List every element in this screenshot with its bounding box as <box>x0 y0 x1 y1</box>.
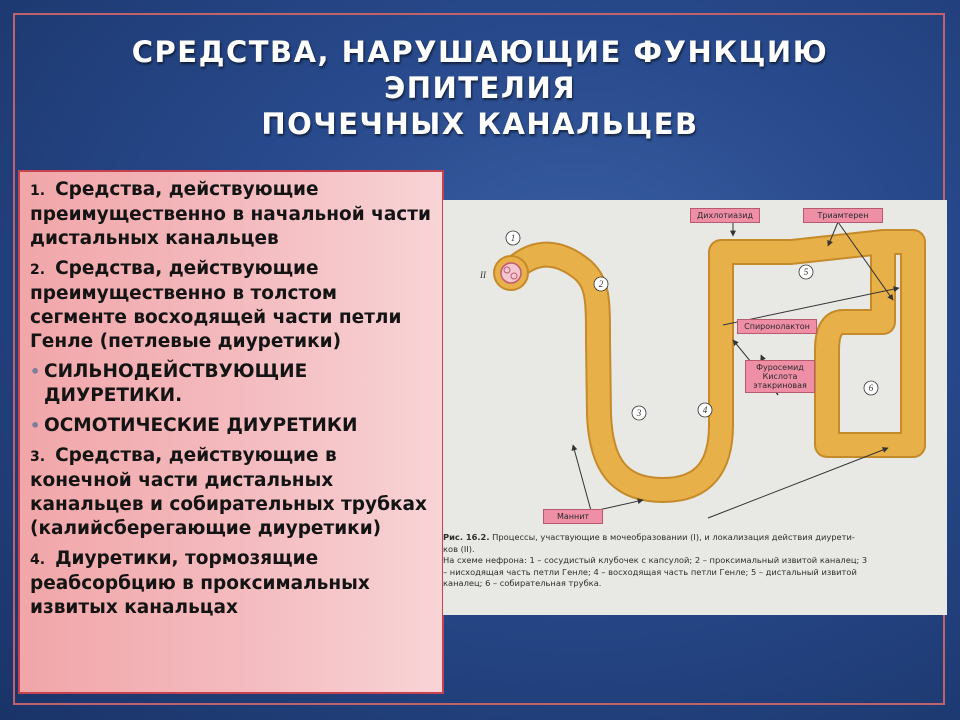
marker-5: 5 <box>804 267 809 277</box>
slide-title: СРЕДСТВА, НАРУШАЮЩИЕ ФУНКЦИЮ ЭПИТЕЛИЯ ПО… <box>60 34 900 142</box>
list-item-4: 4.Диуретики, тормозящие реабсорбцию в пр… <box>30 547 432 620</box>
item-text: Средства, действующие преимущественно в … <box>30 179 431 249</box>
title-line-1: СРЕДСТВА, НАРУШАЮЩИЕ ФУНКЦИЮ <box>131 35 829 69</box>
list-item-1: 1.Средства, действующие преимущественно … <box>30 178 432 251</box>
list-item-2: 2.Средства, действующие преимущественно … <box>30 257 432 354</box>
title-line-2: ЭПИТЕЛИЯ <box>383 71 577 105</box>
glomerulus-icon <box>500 262 522 284</box>
bullet-item-2: ОСМОТИЧЕСКИЕ ДИУРЕТИКИ <box>30 414 432 438</box>
item-text: Диуретики, тормозящие реабсорбцию в прок… <box>30 548 370 618</box>
tubule <box>504 231 924 501</box>
label-line: Фуросемид <box>756 363 804 372</box>
item-number: 2. <box>30 262 46 278</box>
marker-II: II <box>479 270 487 280</box>
marker-2: 2 <box>599 279 604 289</box>
label-furosemide: Фуросемид Кислота этакриновая <box>745 360 815 393</box>
label-line: Кислота <box>762 372 798 381</box>
caption-line: ков (II). <box>443 543 475 554</box>
nephron-diagram: 1 II 2 3 4 5 6 <box>479 220 926 519</box>
caption-line: Процессы, участвующие в мочеобразовании … <box>489 532 855 542</box>
list-item-3: 3.Средства, действующие в конечной части… <box>30 444 432 541</box>
title-line-3: ПОЧЕЧНЫХ КАНАЛЬЦЕВ <box>261 107 699 141</box>
item-text: Средства, действующие в конечной части д… <box>30 445 427 539</box>
figure-caption: Рис. 16.2. Процессы, участвующие в мочео… <box>443 532 947 590</box>
item-number: 4. <box>30 552 46 568</box>
caption-figure-number: Рис. 16.2. <box>443 532 490 542</box>
label-line: этакриновая <box>753 381 807 390</box>
nephron-figure: 1 II 2 3 4 5 6 Дихлотиазид Триамтерен Сп… <box>443 200 947 615</box>
marker-6: 6 <box>869 383 874 393</box>
text-panel: 1.Средства, действующие преимущественно … <box>18 170 444 694</box>
label-triamterene: Триамтерен <box>803 208 883 223</box>
caption-line: На схеме нефрона: 1 – сосудистый клубоче… <box>443 555 868 565</box>
item-number: 1. <box>30 183 46 199</box>
label-dichlothiazide: Дихлотиазид <box>690 208 760 223</box>
label-spironolactone: Спиронолактон <box>737 319 817 334</box>
caption-line: каналец; 6 – собирательная трубка. <box>443 578 602 588</box>
caption-line: – нисходящая часть петли Генле; 4 – восх… <box>443 566 857 577</box>
marker-4: 4 <box>703 405 708 415</box>
item-number: 3. <box>30 449 46 465</box>
marker-3: 3 <box>636 408 642 418</box>
bullet-item-1: СИЛЬНОДЕЙСТВУЮЩИЕ ДИУРЕТИКИ. <box>30 360 432 408</box>
label-mannitol: Маннит <box>543 509 603 524</box>
item-text: Средства, действующие преимущественно в … <box>30 258 402 352</box>
marker-1: 1 <box>511 233 516 243</box>
